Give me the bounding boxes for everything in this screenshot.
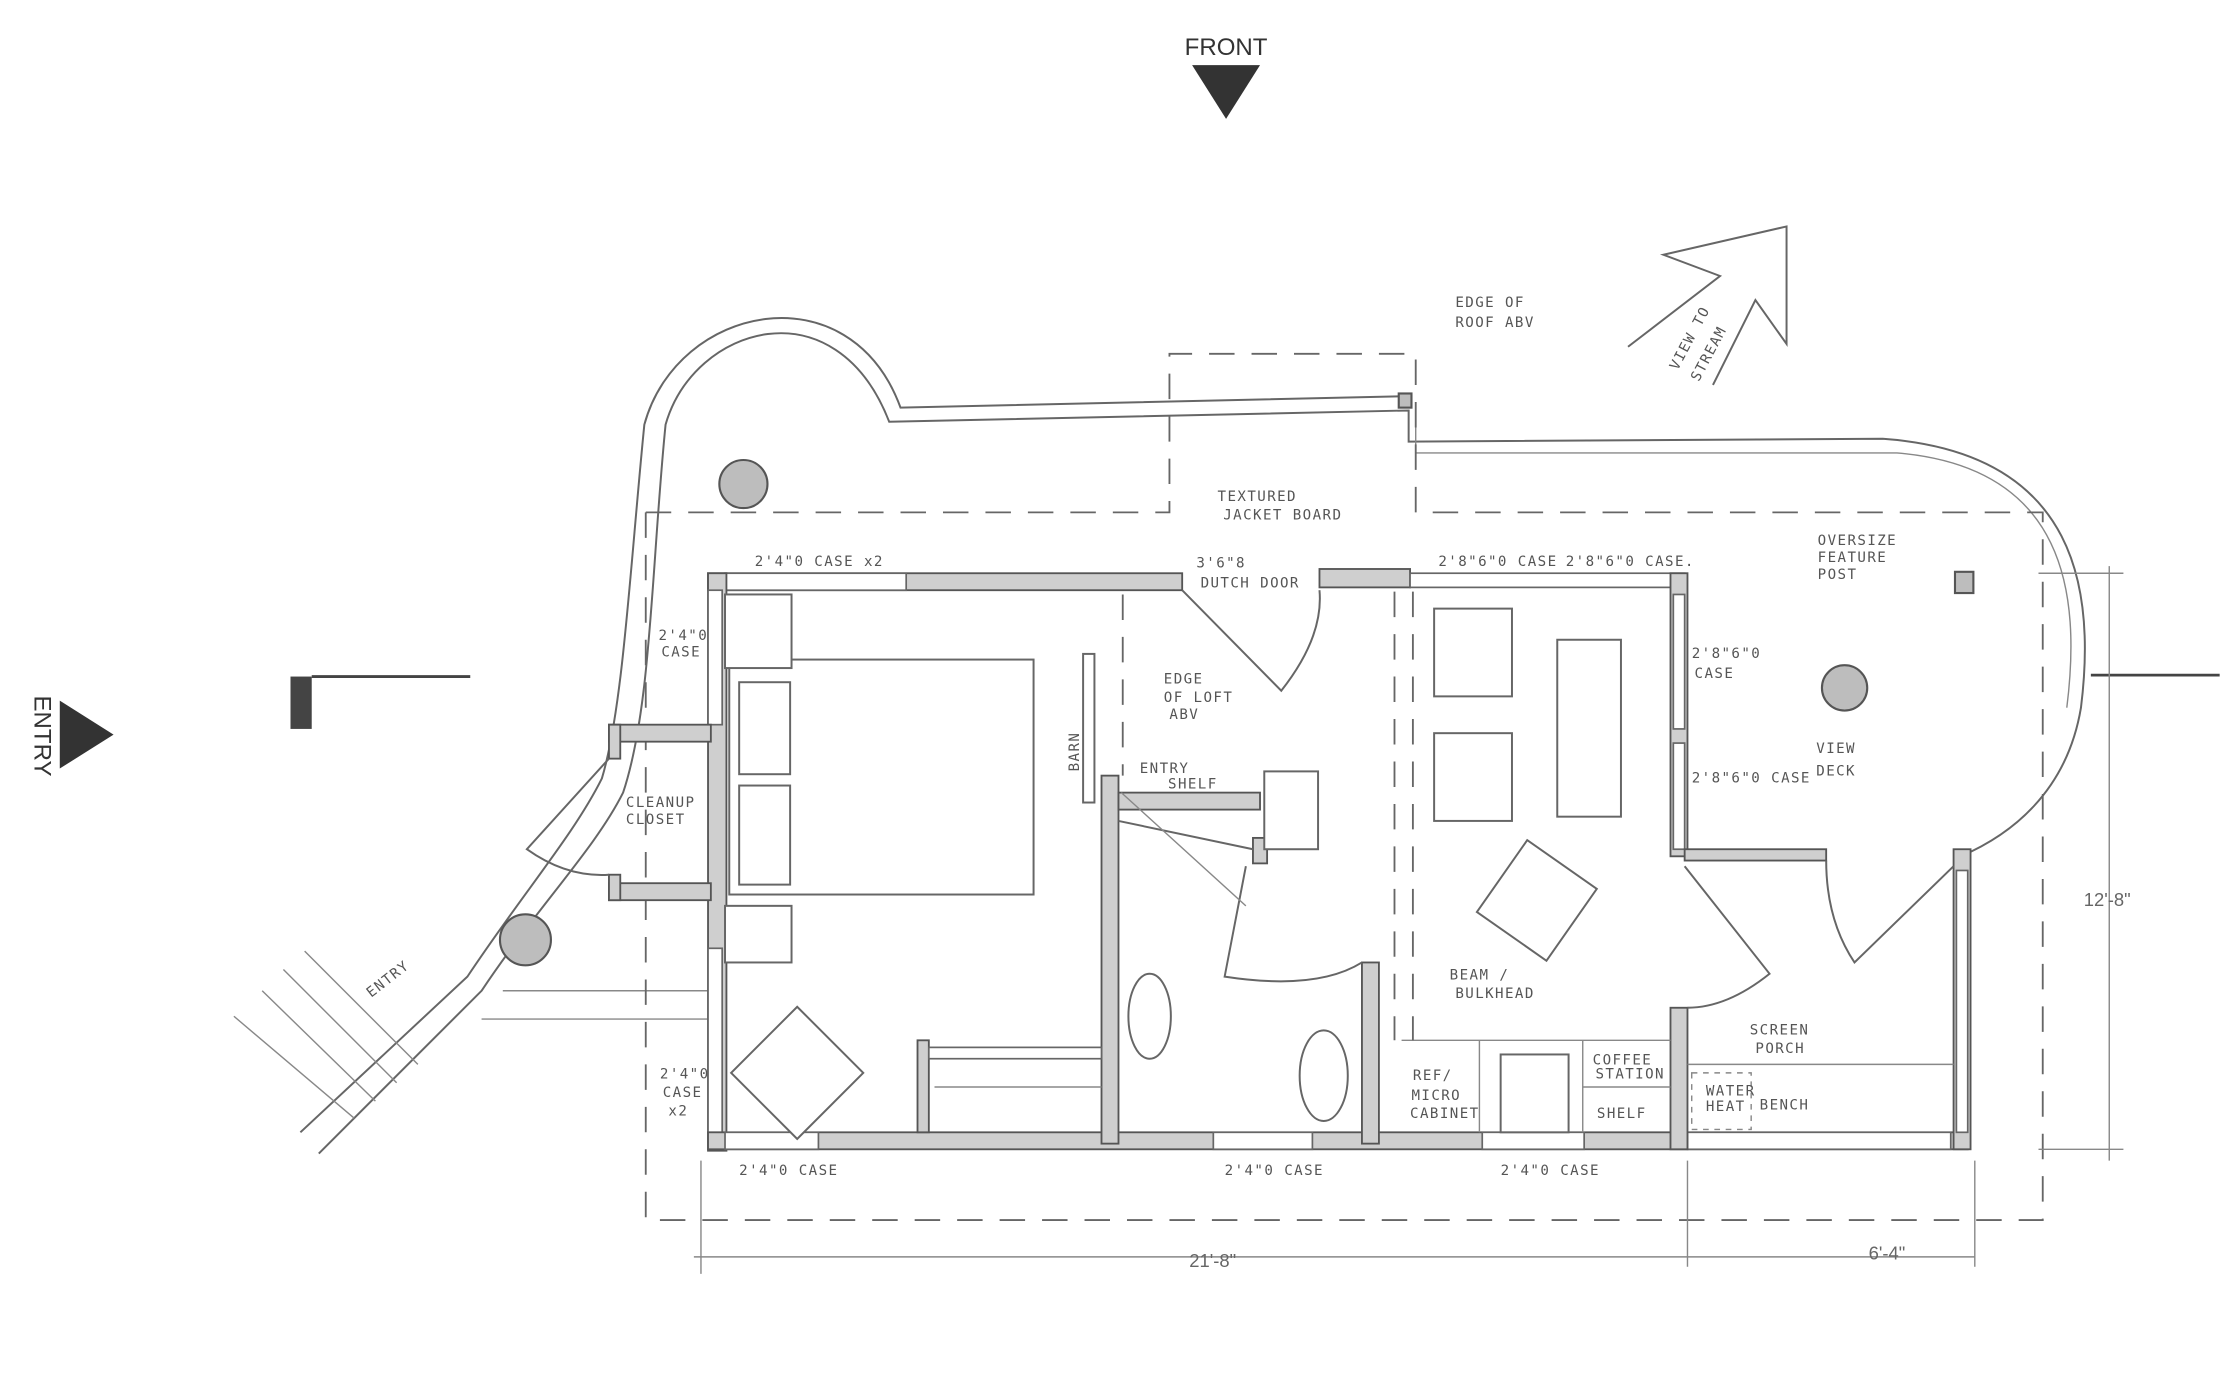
beam-label: BULKHEAD — [1455, 986, 1534, 1002]
view-deck-label: DECK — [1816, 764, 1856, 780]
entry-path-label: ENTRY — [364, 958, 413, 1001]
post-circle — [718, 458, 769, 510]
post-circle — [498, 913, 552, 967]
textured-label: TEXTURED — [1218, 489, 1297, 505]
width-dimension: 21'-8" — [1189, 1250, 1236, 1271]
stair-rail — [1263, 770, 1320, 851]
view-arrow-icon — [1627, 225, 1788, 386]
entry-label: ENTRY — [28, 695, 55, 776]
exterior-walls — [608, 568, 1972, 1152]
case-label: 2'4"0 — [658, 628, 708, 644]
post-square — [1397, 392, 1413, 409]
doors — [525, 589, 1955, 1009]
front-arrow-icon — [1192, 65, 1261, 119]
ref-micro-label: REF/ — [1413, 1068, 1453, 1084]
feature-post-label: OVERSIZE — [1818, 533, 1897, 549]
front-label: FRONT — [1185, 34, 1268, 61]
annotations: EDGE OF ROOF ABV VIEW TO STREAM TEXTURED… — [364, 295, 2131, 1271]
case-label: 2'8"6"0 CASE — [1438, 554, 1557, 570]
loft-label: OF LOFT — [1164, 690, 1234, 706]
feature-post — [1953, 570, 1975, 595]
edge-roof-label: ROOF ABV — [1455, 315, 1534, 331]
coffee-label: COFFEE — [1593, 1052, 1653, 1068]
case-label: 2'8"6"0 CASE. — [1566, 554, 1695, 570]
deck-outline — [233, 317, 2086, 1155]
toilet — [1298, 1029, 1349, 1122]
closet-label: CLOSET — [626, 812, 686, 828]
entry-shelf-label: SHELF — [1168, 776, 1218, 792]
beam-label: BEAM / — [1450, 967, 1510, 983]
case-label: CASE — [1695, 666, 1735, 682]
case-label: x2 — [668, 1103, 688, 1119]
case-label: 2'8"6"0 CASE — [1692, 771, 1811, 787]
bench-label: BENCH — [1760, 1098, 1810, 1114]
ref-micro-label: MICRO — [1411, 1088, 1461, 1104]
depth-dimension: 12'-8" — [2084, 889, 2131, 910]
case-label: 2'4"0 CASE — [739, 1163, 838, 1179]
dimension-lines — [693, 566, 2124, 1274]
screen-porch-label: SCREEN — [1750, 1023, 1810, 1039]
case-label: 2'8"6"0 — [1692, 646, 1762, 662]
case-label: CASE — [661, 645, 701, 661]
section-mark-left — [290, 675, 471, 729]
barn-label: BARN — [1067, 732, 1083, 772]
feature-post-label: POST — [1818, 567, 1858, 583]
textured-label: JACKET BOARD — [1223, 507, 1342, 523]
case-label: 2'4"0 CASE — [1501, 1163, 1600, 1179]
closet-label: CLEANUP — [626, 795, 696, 811]
sink — [1127, 972, 1172, 1060]
loft-label: ABV — [1169, 707, 1199, 723]
screen-porch-label: PORCH — [1755, 1041, 1805, 1057]
porch-dimension: 6'-4" — [1869, 1243, 1906, 1264]
furniture — [724, 593, 1954, 1141]
interior-walls — [916, 774, 1380, 1145]
case-label: 2'4"0 — [660, 1067, 710, 1083]
post-circle — [1820, 664, 1869, 712]
coffee-label: STATION — [1595, 1067, 1665, 1083]
dutch-door-label: 3'6"8 — [1196, 556, 1246, 572]
coffee-table — [1556, 638, 1622, 818]
dutch-door-label: DUTCH DOOR — [1201, 575, 1300, 591]
case-label: 2'4"0 CASE x2 — [755, 554, 884, 570]
loft-label: EDGE — [1164, 672, 1204, 688]
roof-edge-dashed — [644, 352, 2044, 1221]
entry-arrow-icon — [59, 700, 114, 769]
ref-micro-label: CABINET — [1410, 1106, 1480, 1122]
case-label: 2'4"0 CASE — [1225, 1163, 1324, 1179]
feature-post-label: FEATURE — [1818, 550, 1888, 566]
water-heat-label: WATER — [1706, 1084, 1756, 1100]
view-deck-label: VIEW — [1816, 741, 1856, 757]
case-label: CASE — [663, 1085, 703, 1101]
entry-shelf-label: ENTRY — [1140, 761, 1190, 777]
water-heat-label: HEAT — [1706, 1099, 1746, 1115]
shelf-label: SHELF — [1597, 1106, 1647, 1122]
barn-door — [1082, 652, 1096, 804]
edge-roof-label: EDGE OF — [1455, 295, 1525, 311]
